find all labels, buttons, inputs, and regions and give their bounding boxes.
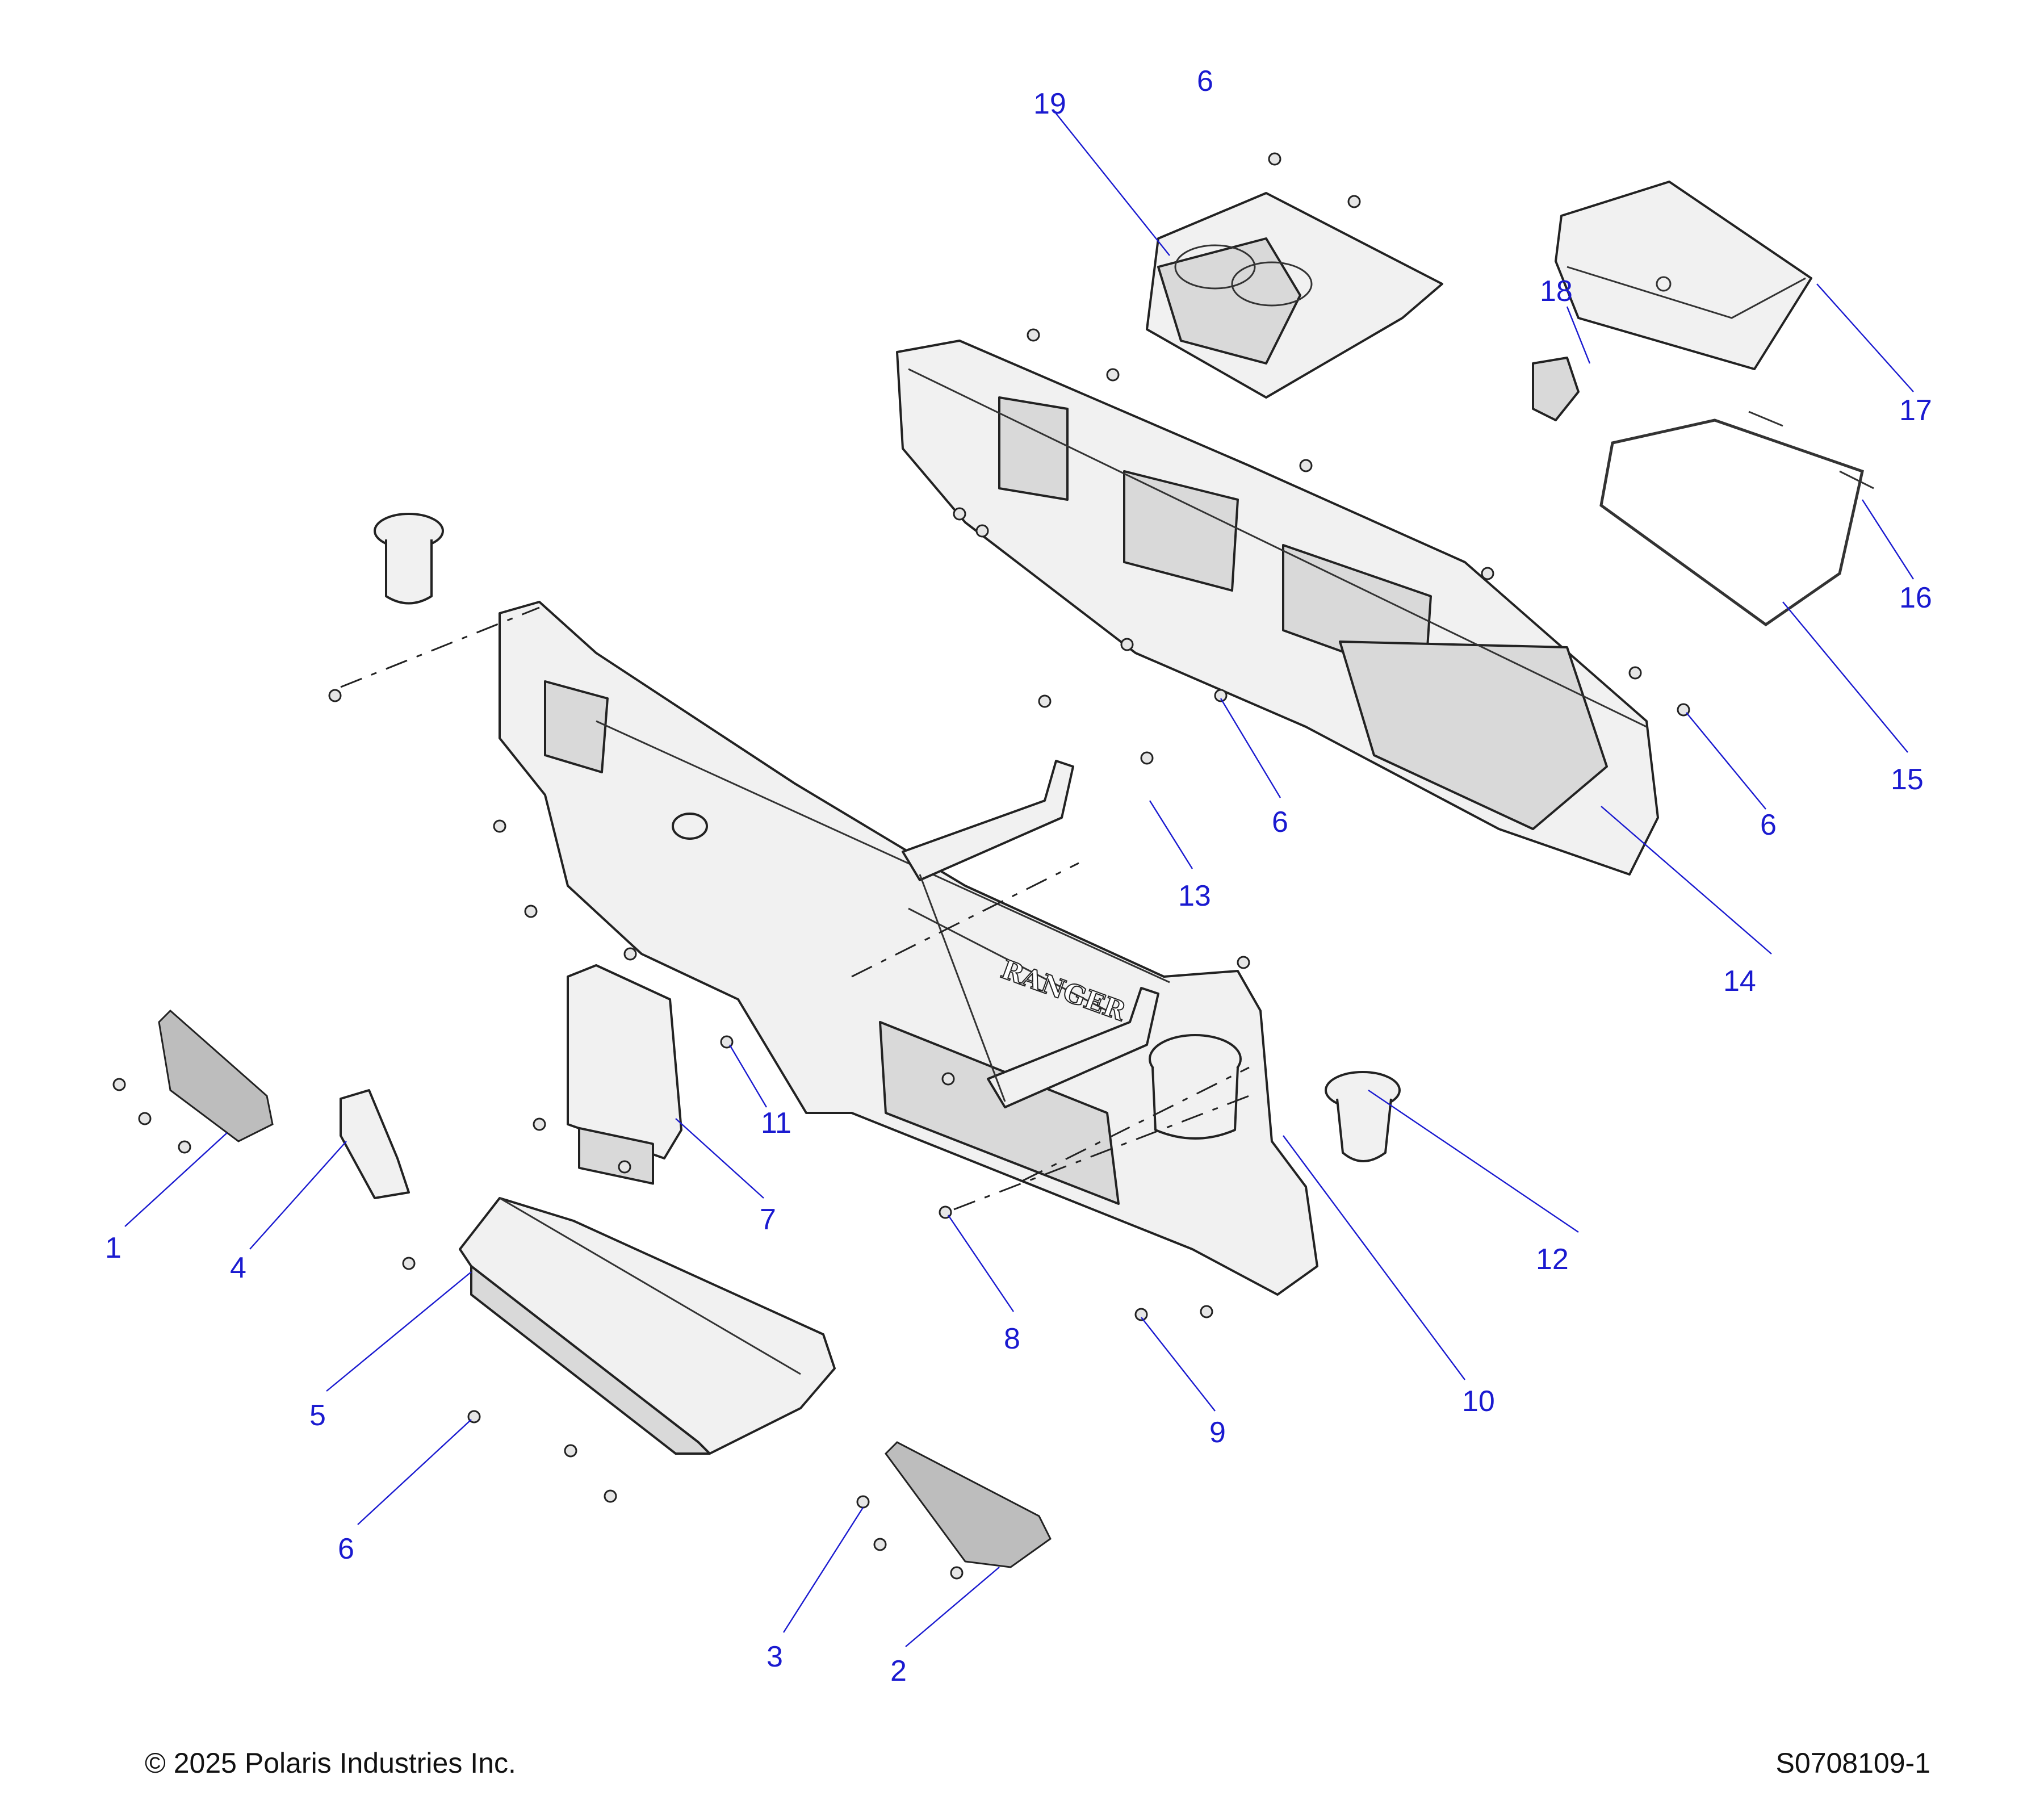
part-17-glovebox-lid [1555,181,1812,370]
callout-3[interactable]: 3 [767,1640,783,1673]
callout-1[interactable]: 1 [105,1232,122,1265]
callout-15[interactable]: 15 [1891,763,1924,796]
part-7-switch-panel [567,964,682,1185]
part-1-left-grille [158,1009,274,1142]
part-2-right-grille [885,1441,1052,1568]
callout-4[interactable]: 4 [230,1251,246,1284]
callout-6-bottom[interactable]: 6 [338,1533,354,1565]
part-13-brackets [902,760,1159,1108]
callout-8[interactable]: 8 [1004,1322,1020,1355]
part-5-lower-bin [459,1197,836,1455]
part-18-latch [1532,357,1580,421]
leader-lines [124,113,1915,1647]
callout-9[interactable]: 9 [1209,1416,1226,1449]
callouts: 19 6 18 17 16 15 6 6 13 14 11 7 12 1 4 8… [105,65,1932,1688]
callout-6-right[interactable]: 6 [1760,809,1777,841]
part-4-bezel [340,1089,410,1199]
callout-6-mid[interactable]: 6 [1272,806,1288,839]
part-14-upper-dash [896,340,1659,876]
callout-13[interactable]: 13 [1178,880,1211,912]
cup-holder-left [374,513,444,605]
callout-14[interactable]: 14 [1723,965,1756,998]
part-art: RANGER [112,152,1874,1580]
callout-2[interactable]: 2 [890,1655,907,1688]
callout-6-top[interactable]: 6 [1197,65,1213,98]
part-12-cup-holder [1325,1071,1401,1162]
drawing-number: S0708109-1 [1776,1747,1930,1779]
callout-5[interactable]: 5 [309,1399,326,1432]
part-16-pins [1748,411,1874,489]
fasteners [112,152,1690,1580]
callout-11[interactable]: 11 [761,1107,791,1140]
callout-12[interactable]: 12 [1536,1243,1569,1276]
part-19-cupholder-tray [1146,192,1443,399]
callout-18[interactable]: 18 [1540,275,1573,308]
callout-10[interactable]: 10 [1462,1385,1495,1418]
part-15-seal [1599,418,1864,627]
callout-16[interactable]: 16 [1899,581,1932,614]
callout-7[interactable]: 7 [760,1203,776,1236]
callout-19[interactable]: 19 [1033,87,1066,120]
callout-17[interactable]: 17 [1899,394,1932,427]
copyright-text: © 2025 Polaris Industries Inc. [145,1747,516,1779]
